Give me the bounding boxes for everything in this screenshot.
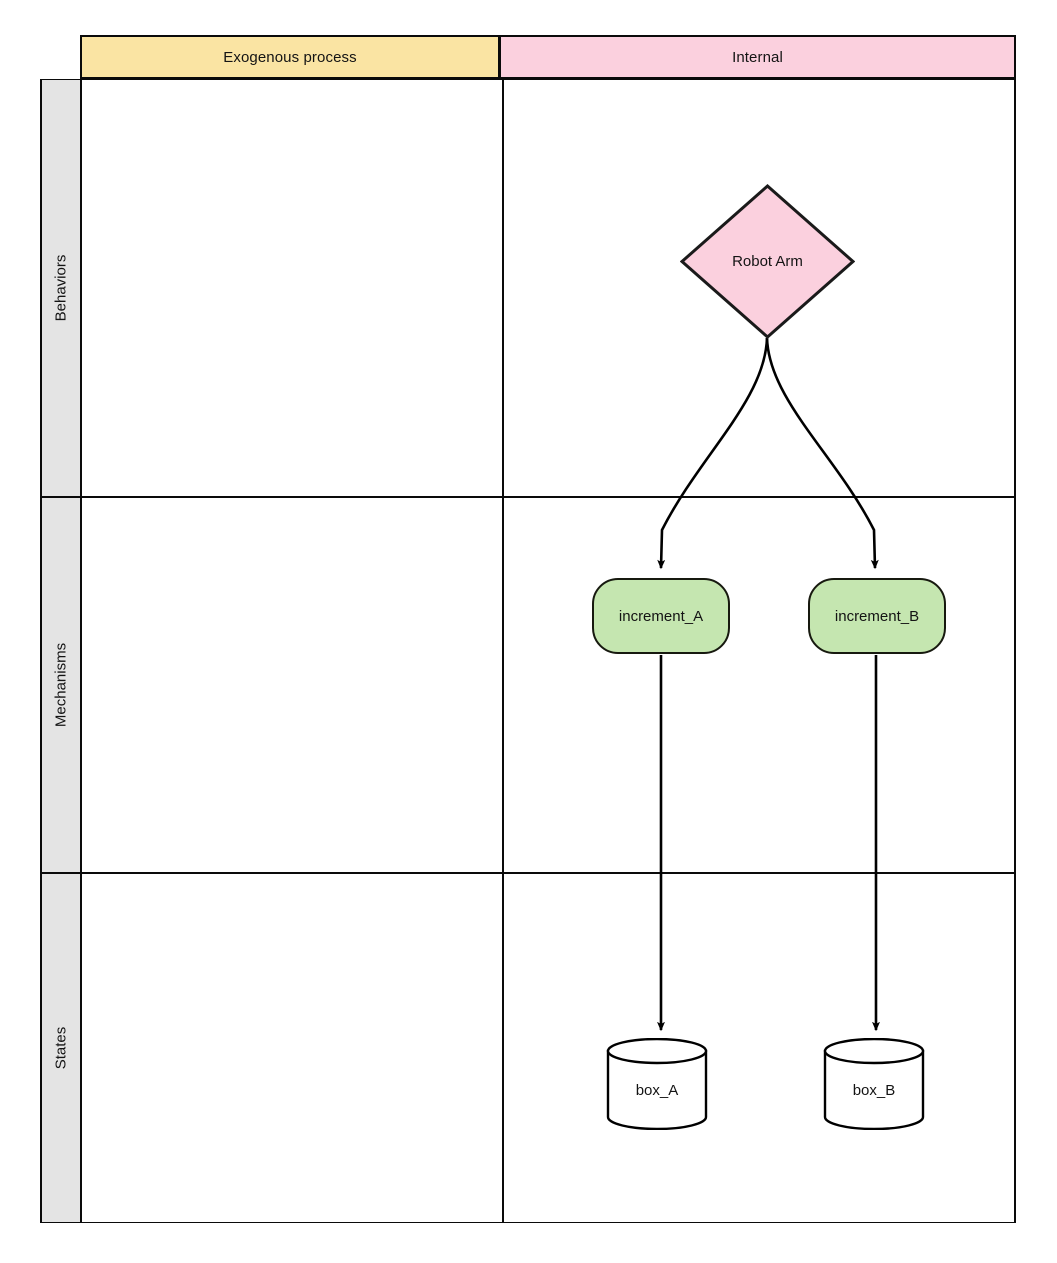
node-robot-arm-label: Robot Arm xyxy=(732,253,803,270)
row-band-mechanisms-label: Mechanisms xyxy=(52,642,70,728)
node-increment-a-label: increment_A xyxy=(618,607,704,625)
column-header-internal[interactable]: Internal xyxy=(500,35,1016,79)
cylinder-database-icon xyxy=(823,1038,925,1130)
lane-divider-states xyxy=(502,874,504,1222)
node-box-a-label: box_A xyxy=(635,1081,679,1099)
diamond-shape-icon xyxy=(680,184,855,339)
node-box-b-label-wrap: box_B xyxy=(823,1038,925,1130)
node-box-b[interactable]: box_B xyxy=(823,1038,925,1130)
row-band-behaviors-label: Behaviors xyxy=(52,254,70,322)
swimlane-pool: Exogenous process Internal Behaviors Mec… xyxy=(40,35,1016,1223)
column-header-exogenous-process[interactable]: Exogenous process xyxy=(80,35,500,79)
row-cells-behaviors xyxy=(80,79,1016,497)
column-header-internal-label: Internal xyxy=(732,48,783,66)
node-robot-arm[interactable]: Robot Arm xyxy=(680,184,855,339)
node-box-a[interactable]: box_A xyxy=(606,1038,708,1130)
node-increment-b-label: increment_B xyxy=(834,607,920,625)
column-header-exogenous-process-label: Exogenous process xyxy=(223,48,357,66)
node-increment-a[interactable]: increment_A xyxy=(592,578,730,654)
lane-divider-mechanisms xyxy=(502,498,504,872)
row-band-states[interactable]: States xyxy=(40,873,82,1223)
cylinder-database-icon xyxy=(606,1038,708,1130)
node-increment-b[interactable]: increment_B xyxy=(808,578,946,654)
row-band-states-label: States xyxy=(52,1026,70,1070)
lane-divider-behaviors xyxy=(502,80,504,496)
row-band-mechanisms[interactable]: Mechanisms xyxy=(40,497,82,873)
row-band-behaviors[interactable]: Behaviors xyxy=(40,79,82,497)
node-box-b-label: box_B xyxy=(852,1081,896,1099)
node-robot-arm-label-wrap: Robot Arm xyxy=(680,184,855,339)
node-box-a-label-wrap: box_A xyxy=(606,1038,708,1130)
row-cells-mechanisms xyxy=(80,497,1016,873)
